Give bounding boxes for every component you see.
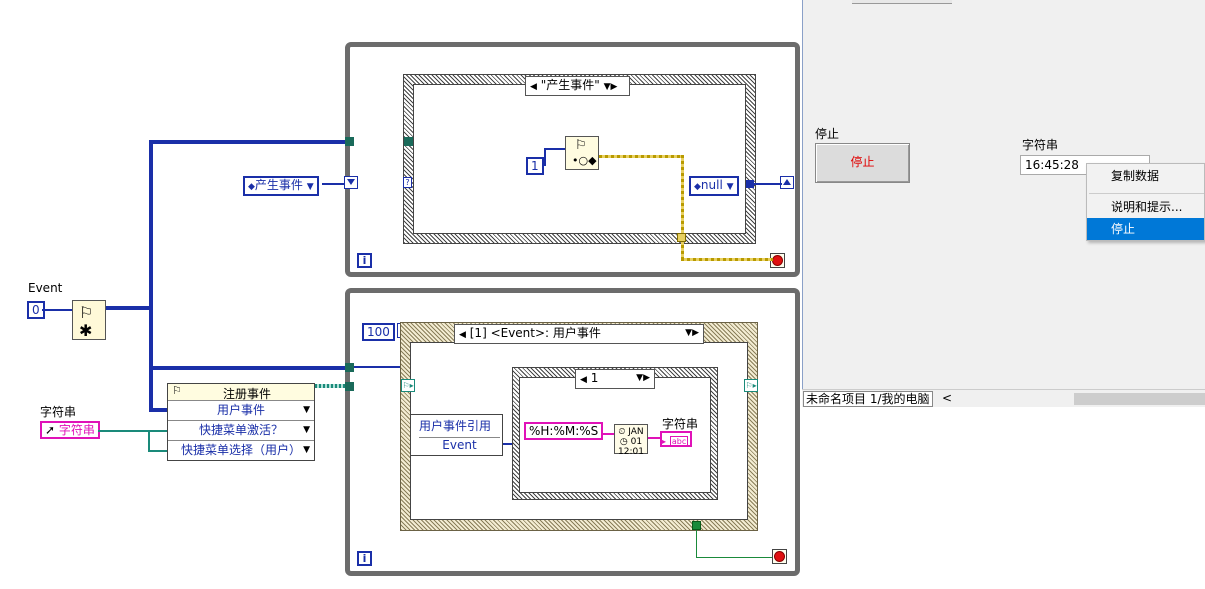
register-events-header: ⚐ 注册事件 (168, 384, 314, 401)
down-arrow-icon (347, 179, 355, 185)
error-wire-2 (681, 155, 684, 260)
ring-arrows-icon: ◆ (694, 182, 701, 192)
create-user-event-node[interactable]: ⚐ ✱ (72, 300, 106, 340)
register-events-node[interactable]: ⚐ 注册事件 用户事件▼ 快捷菜单激活？▼ 快捷菜单选择（用户）▼ (167, 383, 315, 461)
stop-bool-wire-h (696, 557, 772, 558)
string-indicator-label: 字符串 (662, 417, 699, 431)
up-arrow-icon (783, 179, 791, 185)
tunnel-top (345, 137, 354, 146)
menu-item-description-tips[interactable]: 说明和提示... (1111, 200, 1183, 214)
string-indicator: ▸ abc (660, 431, 692, 447)
case-selector-terminal: ? (403, 177, 412, 188)
decrement-arrow-icon: ◀ (459, 330, 466, 340)
toolbar-strip (852, 0, 952, 4)
timeout-constant[interactable]: 100 (362, 323, 395, 341)
horizontal-scrollbar-thumb[interactable] (1074, 393, 1205, 405)
context-menu: 复制数据 说明和提示... 停止 (1086, 163, 1205, 241)
tunnel-bottom-1 (345, 363, 354, 372)
event-case-selector[interactable]: ◀ [1] <Event>: 用户事件 ▼▶ (454, 324, 704, 344)
status-bar-project[interactable]: 未命名项目 1/我的电脑 (803, 391, 933, 407)
dynamic-event-terminal-left: ⚐▸ (401, 379, 415, 392)
dropdown-arrow-icon: ▼ (306, 182, 314, 192)
menu-item-copy-data[interactable]: 复制数据 (1111, 169, 1160, 183)
num-wire-h (544, 148, 566, 150)
string-control[interactable]: ➚ 字符串 (40, 421, 100, 439)
generate-arrow-icon: •○◆ (572, 154, 597, 167)
dynamic-event-terminal-right: ⚐▸ (744, 379, 758, 392)
refnum-wire-out (106, 306, 152, 310)
scroll-left-button[interactable]: < (942, 391, 953, 405)
event-wire (42, 309, 72, 311)
num-wire-v (544, 148, 546, 166)
stop-bool-tunnel (692, 521, 701, 530)
null-tunnel (746, 180, 754, 188)
stop-button[interactable]: 停止 (815, 143, 910, 183)
ring-arrows-icon: ◆ (248, 182, 255, 192)
indicator-arrow-icon: ▸ (662, 437, 667, 446)
dropdown-arrow-icon: ▼ (726, 182, 734, 192)
datetime-output-wire (648, 437, 660, 439)
dropdown-arrow-icon: ▼▶ (603, 82, 618, 92)
menu-separator (1089, 193, 1204, 194)
register-row-user-event[interactable]: 用户事件▼ (168, 401, 314, 421)
dropdown-arrow-icon: ▼ (303, 425, 310, 435)
tunnel-bottom-2 (345, 382, 354, 391)
stop-button-label: 停止 (815, 127, 840, 141)
string-control-arrow-icon: ➚ (45, 423, 56, 437)
decrement-arrow-icon: ◀ (580, 375, 587, 385)
string-indicator-fp-label: 字符串 (1022, 138, 1059, 152)
string-wire-branch (148, 430, 150, 452)
dropdown-arrow-icon: ▼ (303, 405, 310, 415)
event-data-node[interactable]: 用户事件引用 Event (410, 414, 503, 456)
bottom-iteration-terminal: i (357, 551, 372, 566)
numeric-constant-1[interactable]: 1 (526, 157, 544, 175)
error-tunnel (677, 233, 686, 242)
menu-item-stop[interactable]: 停止 (1087, 218, 1204, 240)
format-string-wire (602, 433, 614, 435)
event-label: Event (28, 281, 63, 295)
bottom-stop-terminal[interactable] (772, 549, 787, 564)
null-constant[interactable]: ◆null ▼ (689, 176, 739, 196)
dropdown-arrow-icon: ▼▶ (685, 328, 699, 338)
dropdown-arrow-icon: ▼ (303, 445, 310, 455)
shift-register-right-top[interactable] (780, 176, 794, 189)
string-control-text: 字符串 (58, 423, 95, 437)
top-iteration-terminal: i (357, 253, 372, 268)
event-data-field-refnum[interactable]: 用户事件引用 (419, 419, 492, 433)
asterisk-icon: ✱ (79, 321, 93, 340)
null-wire (754, 183, 782, 185)
register-events-title: 注册事件 (223, 387, 272, 401)
top-case-selector[interactable]: ◀ "产生事件" ▼▶ (525, 76, 630, 96)
refnum-wire-to-register (149, 408, 167, 412)
shift-register-left-top[interactable] (344, 176, 358, 189)
case-tunnel-left (404, 137, 413, 146)
error-wire-1 (599, 155, 683, 158)
stop-bool-wire-v (696, 530, 697, 558)
dropdown-arrow-icon: ▼▶ (636, 373, 650, 383)
generate-event-ring[interactable]: ◆产生事件 ▼ (243, 176, 319, 196)
register-row-shortcut-select[interactable]: 快捷菜单选择（用户）▼ (168, 441, 314, 460)
refnum-wire-bottom (149, 366, 349, 370)
string-wire-branch-h (148, 450, 168, 452)
register-row-shortcut-activate[interactable]: 快捷菜单激活？▼ (168, 421, 314, 441)
event-data-wire (503, 443, 515, 445)
event-icon: ⚐ (79, 303, 94, 322)
string-wire (98, 430, 168, 432)
event-data-field-event[interactable]: Event (419, 437, 500, 452)
inner-case-selector[interactable]: ◀ 1 ▼▶ (575, 369, 655, 389)
string-indicator-glyph: abc (669, 436, 689, 447)
format-string-constant[interactable]: %H:%M:%S (524, 422, 604, 440)
refnum-wire-bottom-inner (354, 366, 404, 368)
refnum-wire-vertical (149, 140, 153, 412)
event-icon: ⚐ (575, 138, 587, 153)
decrement-arrow-icon: ◀ (530, 82, 537, 92)
error-wire-3 (681, 258, 773, 261)
refnum-wire-top (149, 140, 409, 144)
register-events-icon: ⚐ (172, 384, 182, 397)
generate-user-event-node[interactable]: ⚐ •○◆ (565, 136, 599, 170)
string-control-label: 字符串 (40, 405, 77, 419)
status-bar: 未命名项目 1/我的电脑 < (802, 389, 1205, 407)
